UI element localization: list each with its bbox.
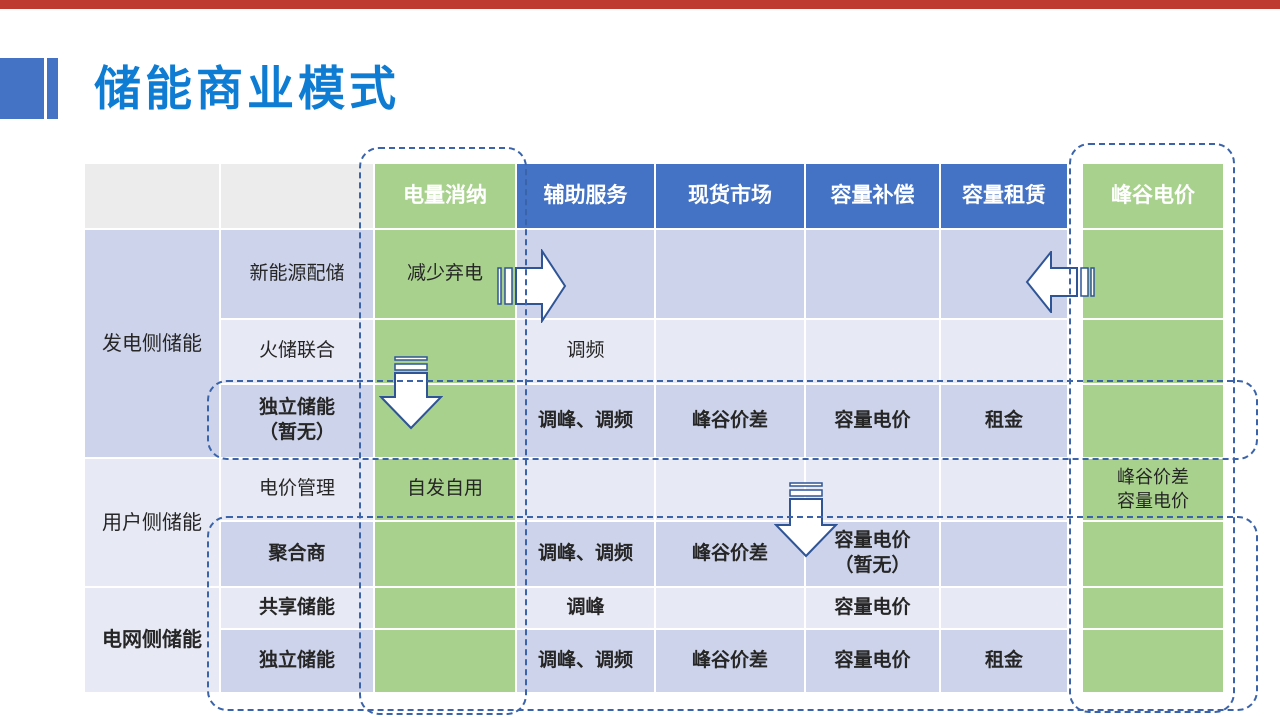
cell-pricemgmt-consumption: 自发自用 (375, 459, 515, 520)
cell-indgen-capcomp: 容量电价 (806, 385, 939, 457)
cell-pricemgmt-capcomp (806, 459, 939, 520)
header-ancillary: 辅助服务 (517, 164, 654, 228)
cell-indgrid-ancillary: 调峰、调频 (517, 630, 654, 692)
cell-thermal-capcomp (806, 320, 939, 383)
header-empty-group (85, 164, 219, 228)
row-label-independent-gen: 独立储能 （暂无） (221, 385, 373, 457)
cell-aggregator-consumption (375, 522, 515, 586)
cell-pricemgmt-caplease (941, 459, 1067, 520)
header-capacity-comp: 容量补偿 (806, 164, 939, 228)
header-spot-market: 现货市场 (656, 164, 804, 228)
cell-thermal-caplease (941, 320, 1067, 383)
cell-renewable-tou (1083, 230, 1223, 318)
cell-thermal-ancillary: 调频 (517, 320, 654, 383)
cell-indgen-spot: 峰谷价差 (656, 385, 804, 457)
row-label-price-mgmt: 电价管理 (221, 459, 373, 520)
cell-shared-tou (1083, 588, 1223, 628)
cell-pricemgmt-tou: 峰谷价差 容量电价 (1083, 459, 1223, 520)
header-consumption: 电量消纳 (375, 164, 515, 228)
cell-pricemgmt-spot (656, 459, 804, 520)
cell-renewable-spot (656, 230, 804, 318)
row-label-shared: 共享储能 (221, 588, 373, 628)
cell-aggregator-caplease (941, 522, 1067, 586)
cell-shared-spot (656, 588, 804, 628)
header-tou-price: 峰谷电价 (1083, 164, 1223, 228)
cell-shared-consumption (375, 588, 515, 628)
cell-thermal-tou (1083, 320, 1223, 383)
cell-shared-capcomp: 容量电价 (806, 588, 939, 628)
cell-renewable-capcomp (806, 230, 939, 318)
cell-indgen-caplease: 租金 (941, 385, 1067, 457)
cell-aggregator-spot: 峰谷价差 (656, 522, 804, 586)
page-title: 储能商业模式 (94, 62, 400, 115)
row-label-renewable: 新能源配储 (221, 230, 373, 318)
striped-down-arrow-icon (379, 356, 443, 430)
cell-shared-caplease (941, 588, 1067, 628)
striped-left-arrow-icon (1025, 251, 1095, 313)
cell-indgrid-tou (1083, 630, 1223, 692)
cell-aggregator-tou (1083, 522, 1223, 586)
cell-indgen-tou (1083, 385, 1223, 457)
title-accent-tick (47, 58, 58, 119)
top-accent-bar (0, 0, 1280, 9)
row-label-independent-grid: 独立储能 (221, 630, 373, 692)
header-empty-label (221, 164, 373, 228)
title-accent-square (0, 58, 44, 119)
business-model-table: 电量消纳 辅助服务 现货市场 容量补偿 容量租赁 峰谷电价 发电侧储能 用户侧储… (85, 164, 1223, 692)
striped-down-arrow-icon (774, 482, 838, 558)
group-generation-side: 发电侧储能 (85, 230, 219, 457)
cell-indgrid-spot: 峰谷价差 (656, 630, 804, 692)
header-capacity-lease: 容量租赁 (941, 164, 1067, 228)
cell-aggregator-ancillary: 调峰、调频 (517, 522, 654, 586)
cell-indgrid-capcomp: 容量电价 (806, 630, 939, 692)
cell-indgrid-caplease: 租金 (941, 630, 1067, 692)
group-user-side: 用户侧储能 (85, 459, 219, 586)
striped-right-arrow-icon (497, 249, 567, 323)
cell-pricemgmt-ancillary (517, 459, 654, 520)
row-label-thermal-joint: 火储联合 (221, 320, 373, 383)
row-label-aggregator: 聚合商 (221, 522, 373, 586)
cell-indgen-ancillary: 调峰、调频 (517, 385, 654, 457)
cell-renewable-consumption: 减少弃电 (375, 230, 515, 318)
group-grid-side: 电网侧储能 (85, 588, 219, 692)
cell-shared-ancillary: 调峰 (517, 588, 654, 628)
cell-indgrid-consumption (375, 630, 515, 692)
cell-thermal-spot (656, 320, 804, 383)
